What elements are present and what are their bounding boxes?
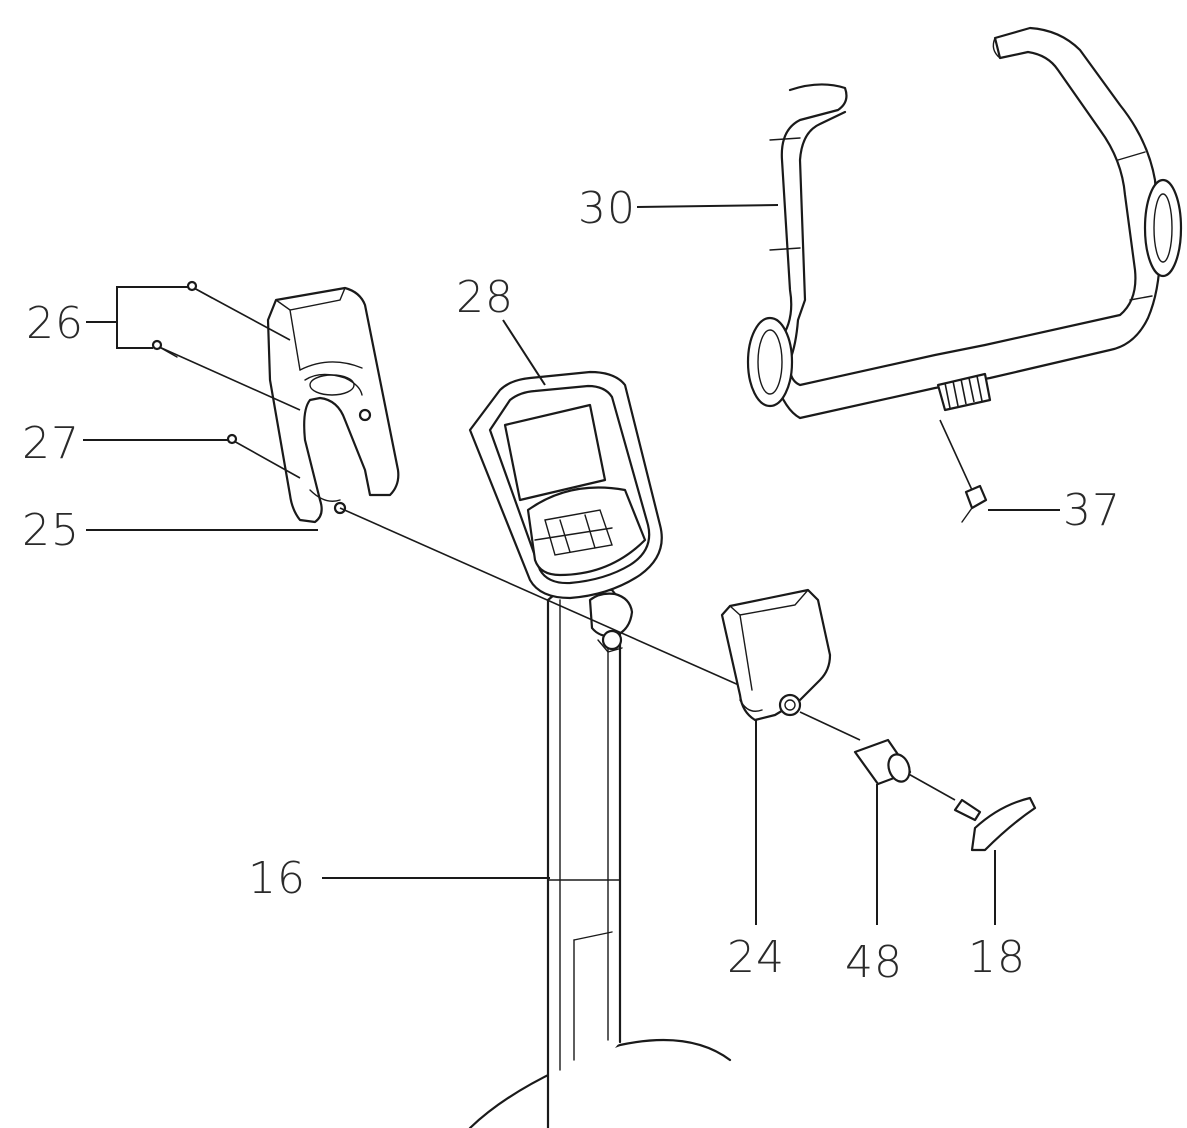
label-24: 24 [727, 932, 785, 983]
leader-26 [86, 286, 188, 349]
part-28-console [468, 370, 663, 653]
part-18-knob [953, 796, 1037, 852]
leader-30 [636, 204, 779, 208]
label-16: 16 [248, 853, 306, 904]
label-28: 28 [456, 272, 514, 323]
label-26: 26 [26, 298, 84, 349]
explode-line-knob-2 [904, 771, 956, 801]
part-30-handlebar [746, 26, 1183, 420]
part-25-rear-cover [266, 286, 400, 524]
part-48-bushing [853, 738, 912, 786]
label-27: 27 [22, 418, 80, 469]
label-18: 18 [968, 932, 1026, 983]
part-labels: 30 26 28 27 25 37 16 24 48 18 [22, 183, 1121, 988]
explode-line-knob [799, 711, 861, 741]
label-25: 25 [22, 505, 80, 556]
label-37: 37 [1063, 485, 1121, 536]
label-48: 48 [845, 937, 903, 988]
part-16-upright-post [468, 588, 732, 1128]
part-26-screws [151, 280, 301, 411]
part-24-front-cover [720, 588, 832, 722]
part-27-screw [226, 433, 301, 479]
part-37-pin [939, 419, 988, 523]
leader-28 [502, 319, 546, 386]
leader-lines [83, 204, 1060, 925]
explode-line-cover [339, 507, 751, 691]
label-30: 30 [578, 183, 636, 234]
